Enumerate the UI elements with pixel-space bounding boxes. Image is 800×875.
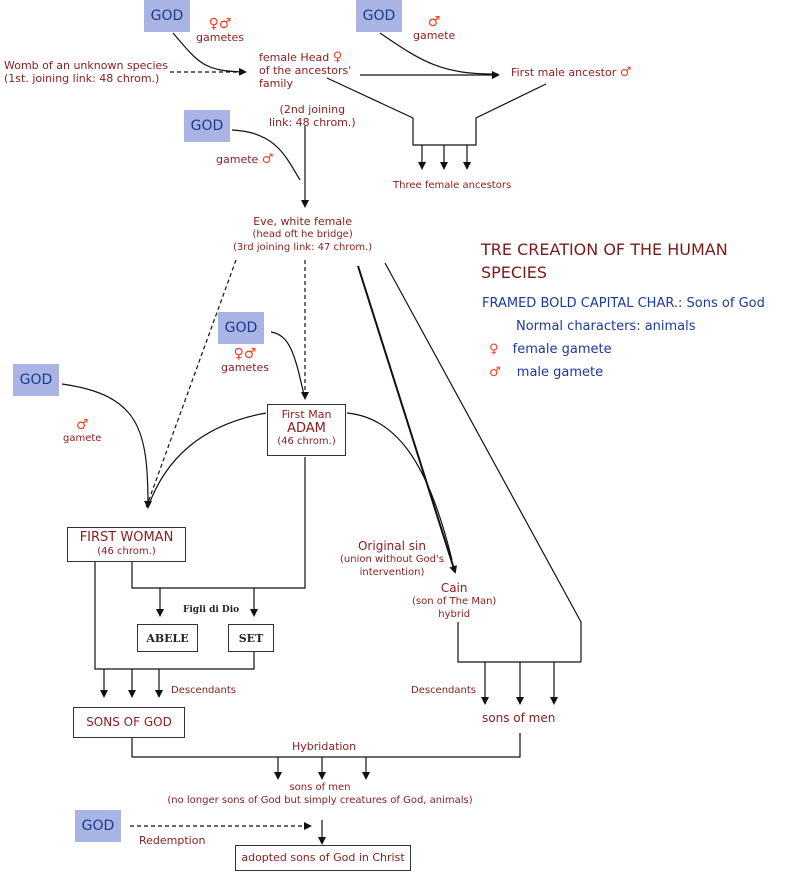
adam-box: First Man ADAM (46 chrom.) [267, 404, 346, 456]
god3-to-eve [231, 129, 301, 181]
god-label: GOD [19, 372, 53, 388]
eve-to-cain [357, 265, 457, 574]
original-sin-label: Original sin (union without God's interv… [340, 540, 444, 579]
adopted-sons-box: adopted sons of God in Christ [235, 845, 411, 871]
gamete-text: gamete [413, 29, 456, 42]
eve-to-right-branch [384, 262, 582, 662]
female-head-line-3: family [259, 77, 293, 90]
adam-to-cain [346, 412, 453, 561]
sons-of-men-label-2: sons of men (no longer sons of God but s… [155, 781, 485, 807]
god-label: GOD [224, 320, 258, 336]
male-ancestor-text: First male ancestor [511, 66, 617, 79]
male-symbol-icon: ♂ [489, 365, 501, 380]
cain-line-3: hybrid [438, 609, 471, 620]
god-box-3: GOD [184, 110, 230, 142]
descendants-label-2: Descendants [411, 685, 476, 696]
god-box-4: GOD [218, 312, 264, 344]
female-head-to-branch [326, 77, 547, 146]
cain-line-2: (son of The Man) [412, 596, 497, 607]
womb-label: Womb of an unknown species (1st. joining… [4, 59, 168, 85]
female-head-line-2: of the ancestors' [259, 64, 352, 77]
god2-to-male-ancestor [379, 32, 499, 75]
god-label: GOD [190, 118, 224, 134]
abele-box: ABELE [137, 624, 198, 652]
diagram-title: TRE CREATION OF THE HUMAN SPECIES [481, 240, 728, 282]
first-woman-chrom: (46 chrom.) [97, 546, 156, 557]
figli-di-dio-label: Figli di Dio [183, 605, 240, 615]
god-label: GOD [150, 8, 184, 24]
god-label: GOD [362, 8, 396, 24]
original-sin-line-2: (union without God's [340, 554, 444, 565]
set-name: SET [238, 631, 264, 645]
male-symbol: ♂ [75, 417, 89, 433]
abele-name: ABELE [146, 631, 189, 645]
legend-female-text: female gamete [512, 342, 612, 357]
female-symbol: ♀ [332, 50, 343, 65]
adopted-sons-text: adopted sons of God in Christ [241, 851, 405, 864]
original-sin-line-3: intervention) [359, 567, 425, 578]
first-woman-box: FIRST WOMAN (46 chrom.) [67, 527, 186, 562]
gametes-text: gametes [221, 361, 270, 374]
legend-normal: Normal characters: animals [516, 319, 696, 334]
sons-of-men-note: (no longer sons of God but simply creatu… [167, 795, 473, 806]
gamete-label-2: ♂ gamete [413, 14, 456, 42]
gametes-label-1: ♀♂ gametes [196, 16, 245, 44]
god4-to-adam [270, 331, 305, 396]
legend-male-text: male gamete [516, 365, 604, 380]
first-male-ancestor-label: First male ancestor ♂ [511, 66, 631, 79]
gamete-label-3: gamete ♂ [216, 153, 273, 166]
descendants-label-1: Descendants [171, 685, 236, 696]
first-woman-name: FIRST WOMAN [79, 530, 174, 545]
gamete-label-5: ♂ gamete [63, 417, 102, 445]
god5-to-first-woman [61, 383, 152, 509]
original-sin-line-1: Original sin [357, 539, 426, 553]
female-symbol-icon: ♀ [489, 342, 499, 357]
cain-label: Cain (son of The Man) hybrid [412, 582, 496, 621]
second-link-label: (2nd joining link: 48 chrom.) [269, 103, 356, 129]
redemption-label: Redemption [139, 834, 206, 847]
god-box-2: GOD [356, 0, 402, 32]
second-link-line-2: link: 48 chrom.) [269, 116, 356, 129]
sons-of-men-label-1: sons of men [482, 711, 556, 725]
womb-line-1: Womb of an unknown species [4, 59, 169, 72]
legend-framed: FRAMED BOLD CAPITAL CHAR.: Sons of God [482, 296, 765, 311]
female-head-line-1: female Head [259, 51, 330, 64]
gender-symbols: ♀♂ [233, 346, 257, 362]
adam-name: ADAM [287, 421, 326, 436]
female-head-label: female Head ♀ of the ancestors' family [259, 51, 351, 90]
male-symbol: ♂ [427, 14, 441, 30]
gamete-text: gamete [63, 433, 102, 444]
sons-of-god-box: SONS OF GOD [73, 707, 185, 738]
eve-line-1: Eve, white female [253, 215, 352, 228]
god-box-6: GOD [75, 810, 121, 842]
second-link-line-1: (2nd joining [279, 103, 346, 116]
gamete-text: gamete [216, 153, 259, 166]
sons-of-men-title: sons of men [289, 782, 351, 793]
womb-line-2: (1st. joining link: 48 chrom.) [4, 72, 160, 85]
god-box-5: GOD [13, 364, 59, 396]
legend-female: ♀ female gamete [489, 342, 612, 357]
set-box: SET [228, 624, 274, 652]
adam-to-first-woman [147, 412, 267, 508]
gametes-text: gametes [196, 31, 245, 44]
male-symbol: ♂ [261, 152, 274, 167]
eve-label: Eve, white female (head oft he bridge) (… [233, 215, 372, 254]
adam-chrom: (46 chrom.) [277, 436, 336, 447]
god-label: GOD [81, 818, 115, 834]
eve-line-2: (head oft he bridge) [252, 229, 353, 240]
sons-of-god-text: SONS OF GOD [86, 715, 172, 729]
three-female-ancestors-label: Three female ancestors [393, 180, 512, 191]
eve-to-first-woman-dashed [145, 259, 237, 509]
male-symbol: ♂ [619, 65, 632, 80]
gametes-label-4: ♀♂ gametes [221, 346, 270, 374]
adam-line-1: First Man [281, 408, 332, 421]
legend-male: ♂ male gamete [489, 365, 603, 380]
eve-line-3: (3rd joining link: 47 chrom.) [233, 242, 373, 253]
gender-symbols: ♀♂ [208, 16, 232, 32]
cain-name: Cain [440, 581, 468, 595]
hybridation-label: Hybridation [292, 740, 357, 753]
god-box-1: GOD [144, 0, 190, 32]
